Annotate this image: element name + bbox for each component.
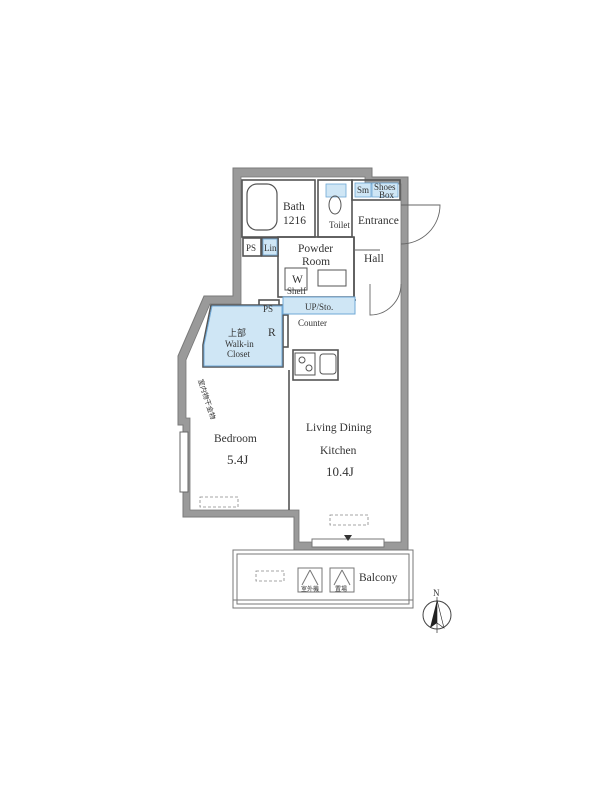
washer-box xyxy=(284,267,308,291)
label-bath-size: 1216 xyxy=(283,215,306,227)
label-r: R xyxy=(268,327,276,339)
label-closet: Closet xyxy=(227,349,251,359)
label-room: Room xyxy=(302,256,330,268)
stove-icon xyxy=(294,352,316,376)
label-hall: Hall xyxy=(364,253,384,265)
label-w: W xyxy=(292,274,303,286)
label-entrance: Entrance xyxy=(358,215,399,227)
label-bath: Bath xyxy=(283,201,305,213)
label-toilet: Toilet xyxy=(329,220,350,230)
powder-sink-icon xyxy=(317,269,347,287)
svg-text:N: N xyxy=(433,588,440,598)
label-outdoor-unit-1: 室外機 xyxy=(301,585,319,593)
label-up-sto: UP/Sto. xyxy=(305,302,333,312)
room-labels: Bath 1216 Toilet Entrance Sm Shoes Box P… xyxy=(196,182,399,593)
label-ps-top: PS xyxy=(246,243,256,253)
label-walk-in: Walk-in xyxy=(225,339,254,349)
bedroom-window xyxy=(179,431,189,493)
label-box: Box xyxy=(379,190,395,200)
label-shoes: Shoes xyxy=(374,182,396,192)
label-shelf: Shelf xyxy=(287,286,306,296)
label-outdoor-unit-2: 置場 xyxy=(335,585,347,593)
label-ldk-size: 10.4J xyxy=(326,464,354,479)
north-arrow-icon: N xyxy=(422,588,452,633)
label-lin: Lin xyxy=(264,243,277,253)
label-living-dining: Living Dining xyxy=(306,422,372,434)
doors xyxy=(354,204,441,316)
label-walk-in-upper: 上部 xyxy=(228,327,246,338)
balcony xyxy=(232,538,414,609)
bathtub-icon xyxy=(246,183,278,231)
toilet-icon xyxy=(328,195,342,215)
kitchen-sink-icon xyxy=(319,353,337,375)
window-marker-icon xyxy=(344,535,352,541)
label-counter: Counter xyxy=(298,318,327,328)
label-bedroom-size: 5.4J xyxy=(227,452,248,467)
dashed-markers xyxy=(199,496,369,582)
storage-highlights xyxy=(203,182,399,367)
label-powder: Powder xyxy=(298,243,333,255)
label-ps-mid: PS xyxy=(263,304,273,314)
label-bedroom: Bedroom xyxy=(214,433,257,445)
label-kitchen: Kitchen xyxy=(320,445,357,457)
label-balcony: Balcony xyxy=(359,572,398,584)
label-sm: Sm xyxy=(357,185,369,195)
